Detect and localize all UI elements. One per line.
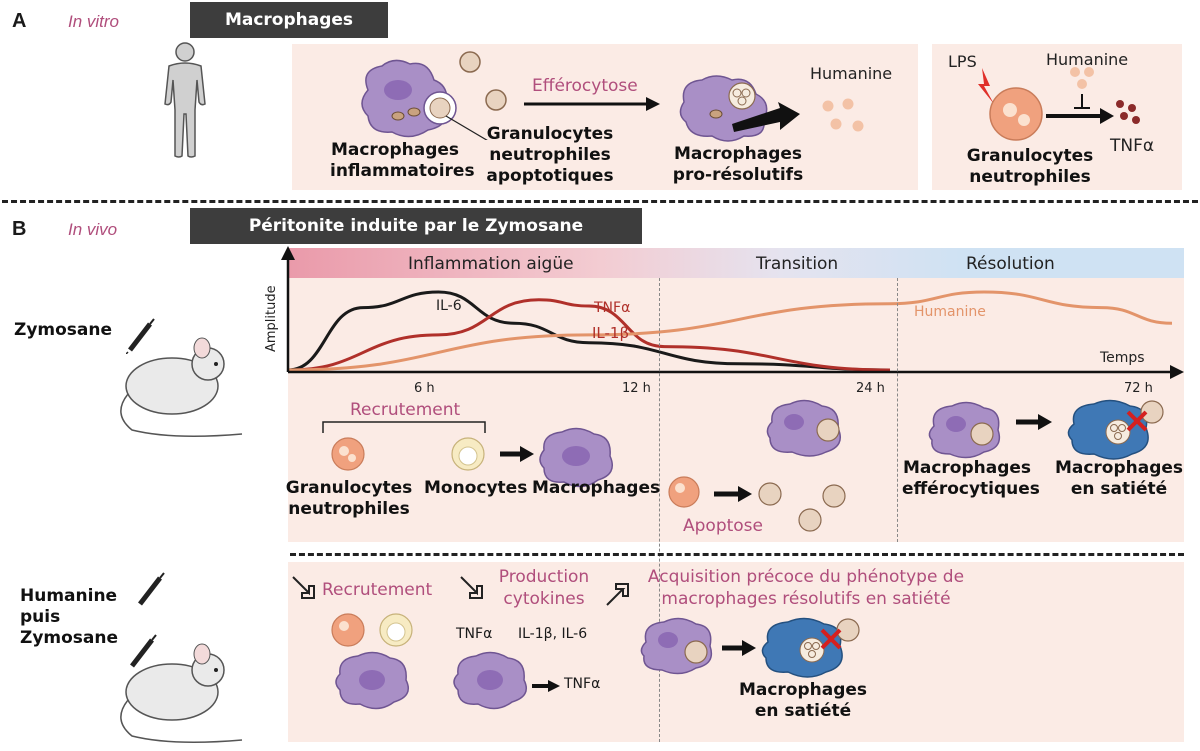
humanin-dots-icon — [822, 98, 864, 132]
satiated2-macrophages-label: Macrophages en satiété — [738, 680, 868, 721]
row2-transition-cells-icon — [640, 617, 860, 678]
proresolving-macrophage-icon — [679, 75, 800, 142]
chart-series-1 — [287, 298, 891, 372]
neutrophils-label-a: Granulocytes neutrophiles — [966, 146, 1094, 187]
proresolving-macrophages-label: Macrophages pro-résolutifs — [672, 144, 804, 185]
panel-b-row1-bg — [288, 278, 1184, 542]
resolution-cells-icon — [928, 399, 1164, 460]
chart-y-arrow — [281, 246, 295, 260]
inflammatory-macrophages-label: Macrophages inflammatoires — [330, 140, 475, 181]
syringe-icon-2 — [138, 572, 165, 606]
neutrophil-lps-icon — [978, 67, 1140, 141]
efferocytosis-label: Efférocytose — [532, 76, 638, 96]
macrophages-label: Macrophages — [532, 478, 661, 498]
tnfa-out-label: TNFα — [564, 676, 601, 692]
apoptosis-label: Apoptose — [683, 516, 763, 536]
apoptotic-neutrophils-label: Granulocytes neutrophiles apoptotiques — [486, 124, 614, 186]
separator-resolution — [897, 278, 898, 542]
tnfa-small-label: TNFα — [456, 626, 493, 642]
syringe-icon-3 — [130, 634, 157, 668]
panel-a-letter: A — [12, 10, 27, 32]
chart-tick-12h: 12 h — [622, 381, 651, 396]
chart-series-0 — [287, 290, 891, 372]
phase-band — [288, 248, 1184, 278]
row2-cells-icon — [331, 613, 560, 710]
acquisition-label: Acquisition précoce du phénotype de macr… — [647, 567, 965, 609]
inflammatory-macrophage-icon — [361, 51, 507, 140]
mouse-zymosane-icon — [120, 337, 243, 437]
chart-il6-label: IL-6 — [436, 298, 462, 314]
transition-cells-icon — [668, 399, 846, 532]
row1-cells-icon — [331, 427, 613, 488]
syringe-icon — [126, 318, 155, 354]
chart-tick-24h: 24 h — [856, 381, 885, 396]
recruitment2-label: Recrutement — [322, 580, 433, 600]
phase-acute: Inflammation aigüe — [408, 254, 574, 274]
il1b-il6-small-label: IL-1β, IL-6 — [518, 626, 588, 642]
neutrophils-label-b: Granulocytes neutrophiles — [285, 478, 413, 519]
chart-tick-72h: 72 h — [1124, 381, 1153, 396]
chart-il1b-label: IL-1β — [592, 324, 629, 342]
humanin-zymosane-label: Humanine puis Zymosane — [20, 586, 119, 648]
efferocytosis-arrow-icon — [524, 97, 660, 111]
panel-b-letter: B — [12, 218, 27, 240]
zymosane-label: Zymosane — [14, 320, 113, 340]
panel-b-header: Péritonite induite par le Zymosane — [190, 208, 642, 244]
panel-b-subtitle: In vivo — [68, 220, 118, 239]
chart-tick-6h: 6 h — [414, 381, 435, 396]
phase-transition: Transition — [756, 254, 839, 274]
mouse-humanin-icon — [120, 643, 243, 743]
cytokine-production-label: Production cytokines — [498, 567, 590, 609]
hollow-arrow-1-icon — [292, 576, 315, 599]
chart-tnfa-label: TNFα — [593, 300, 630, 316]
divider-a-b — [2, 200, 1198, 203]
chart-humanin-label: Humanine — [914, 304, 986, 320]
panel-a-subtitle: In vitro — [68, 12, 120, 31]
recruitment-label: Recrutement — [350, 400, 461, 420]
hollow-arrow-2-icon — [460, 576, 483, 599]
chart-xlabel: Temps — [1099, 350, 1145, 366]
divider-row1-row2 — [290, 553, 1184, 556]
separator-transition — [659, 278, 660, 742]
satiated-macrophages-label: Macrophages en satiété — [1054, 458, 1184, 499]
panel-a-header: Macrophages — [190, 2, 388, 38]
hollow-arrow-3-icon — [606, 583, 629, 606]
chart-x-arrow — [1170, 365, 1184, 379]
chart-series-2 — [287, 290, 1173, 372]
humanin-label: Humanine — [810, 64, 893, 83]
human-silhouette-icon — [164, 42, 206, 158]
humanin2-label: Humanine — [1046, 50, 1129, 69]
recruitment-bracket — [322, 421, 486, 433]
chart-ylabel: Amplitude — [264, 285, 279, 352]
cytokine-chart: Amplitude Temps IL-6 TNFα IL-1β Humanine… — [264, 246, 1184, 396]
phase-resolution: Résolution — [966, 254, 1055, 274]
efferocytic-macrophages-label: Macrophages efférocytiques — [902, 458, 1040, 499]
lps-label: LPS — [948, 52, 977, 71]
tnfa-label: TNFα — [1110, 136, 1155, 156]
monocytes-label: Monocytes — [424, 478, 528, 498]
panel-b-row2-bg — [288, 562, 1184, 742]
